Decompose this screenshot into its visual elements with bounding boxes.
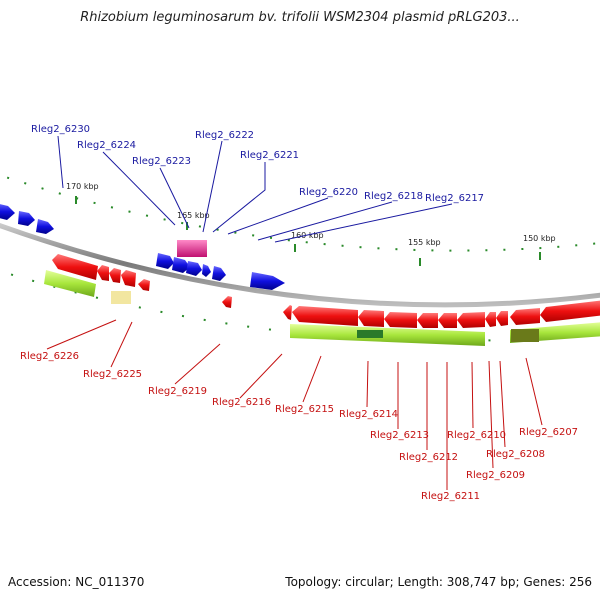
leader-lines-top <box>57 135 453 243</box>
gene-reverse[interactable] <box>457 312 485 328</box>
gene-reverse[interactable] <box>540 300 600 322</box>
gene-reverse[interactable] <box>510 308 540 325</box>
gene-reverse[interactable] <box>283 305 292 320</box>
gene-forward[interactable] <box>212 266 226 281</box>
gene-label-rleg2-6230[interactable]: Rleg2_6230 <box>31 124 90 135</box>
gene-labels-top: Rleg2_6230 Rleg2_6224 Rleg2_6223 Rleg2_6… <box>31 124 484 204</box>
scale-label-170: 170 kbp <box>66 182 99 191</box>
gene-reverse[interactable] <box>52 254 98 280</box>
cog-bar <box>290 324 485 346</box>
gene-label-rleg2-6218[interactable]: Rleg2_6218 <box>364 191 423 202</box>
gene-reverse[interactable] <box>138 279 150 291</box>
gene-forward[interactable] <box>18 211 35 226</box>
gene-label-rleg2-6222[interactable]: Rleg2_6222 <box>195 130 254 141</box>
cog-bar-pale <box>111 291 131 304</box>
gene-forward[interactable] <box>202 264 211 277</box>
gene-reverse[interactable] <box>292 306 358 326</box>
leader-lines-bottom <box>46 319 543 490</box>
gene-label-rleg2-6225[interactable]: Rleg2_6225 <box>83 369 142 380</box>
gene-reverse[interactable] <box>97 265 109 281</box>
gene-reverse[interactable] <box>496 311 508 326</box>
gene-label-rleg2-6212[interactable]: Rleg2_6212 <box>399 452 458 463</box>
gene-forward[interactable] <box>172 257 190 273</box>
cog-bar-dark <box>357 330 383 338</box>
gene-magenta[interactable] <box>177 240 207 257</box>
reverse-strand-genes <box>52 254 600 328</box>
backbone-ring <box>0 222 600 308</box>
forward-strand-genes <box>0 203 285 290</box>
gene-forward[interactable] <box>250 272 285 290</box>
gene-forward[interactable] <box>186 261 202 276</box>
topology-summary: Topology: circular; Length: 308,747 bp; … <box>285 575 592 589</box>
gene-label-rleg2-6211[interactable]: Rleg2_6211 <box>421 491 480 502</box>
gene-label-rleg2-6209[interactable]: Rleg2_6209 <box>466 470 525 481</box>
gene-reverse[interactable] <box>417 313 438 328</box>
gene-label-rleg2-6215[interactable]: Rleg2_6215 <box>275 404 334 415</box>
gene-forward[interactable] <box>156 253 174 269</box>
accession-text: Accession: NC_011370 <box>8 575 145 589</box>
gene-label-rleg2-6223[interactable]: Rleg2_6223 <box>132 156 191 167</box>
gene-labels-bottom: Rleg2_6226 Rleg2_6225 Rleg2_6219 Rleg2_6… <box>20 351 578 502</box>
scale-label-150: 150 kbp <box>523 234 556 243</box>
gene-reverse[interactable] <box>358 310 384 327</box>
map-title: Rhizobium leguminosarum bv. trifolii WSM… <box>80 10 520 25</box>
gene-label-rleg2-6226[interactable]: Rleg2_6226 <box>20 351 79 362</box>
gene-forward[interactable] <box>36 219 54 234</box>
gene-reverse[interactable] <box>222 296 232 308</box>
gene-label-rleg2-6214[interactable]: Rleg2_6214 <box>339 409 398 420</box>
gene-label-rleg2-6213[interactable]: Rleg2_6213 <box>370 430 429 441</box>
gene-label-rleg2-6219[interactable]: Rleg2_6219 <box>148 386 207 397</box>
gene-reverse[interactable] <box>121 270 136 287</box>
gene-reverse[interactable] <box>438 313 457 328</box>
gene-label-rleg2-6224[interactable]: Rleg2_6224 <box>77 140 136 151</box>
gene-reverse[interactable] <box>485 312 496 327</box>
gene-label-rleg2-6216[interactable]: Rleg2_6216 <box>212 397 271 408</box>
scale-label-155: 155 kbp <box>408 238 441 247</box>
gene-label-rleg2-6210[interactable]: Rleg2_6210 <box>447 430 506 441</box>
cog-bar <box>44 270 96 297</box>
gene-label-rleg2-6220[interactable]: Rleg2_6220 <box>299 187 358 198</box>
gene-label-rleg2-6208[interactable]: Rleg2_6208 <box>486 449 545 460</box>
scale-label-165: 165 kbp <box>177 211 210 220</box>
gene-label-rleg2-6217[interactable]: Rleg2_6217 <box>425 193 484 204</box>
cog-bars <box>44 270 600 346</box>
gene-label-rleg2-6207[interactable]: Rleg2_6207 <box>519 427 578 438</box>
cog-bar-olive <box>511 329 539 342</box>
gene-reverse[interactable] <box>384 312 417 328</box>
gene-reverse[interactable] <box>109 268 121 283</box>
gene-label-rleg2-6221[interactable]: Rleg2_6221 <box>240 150 299 161</box>
gene-forward[interactable] <box>0 203 15 220</box>
